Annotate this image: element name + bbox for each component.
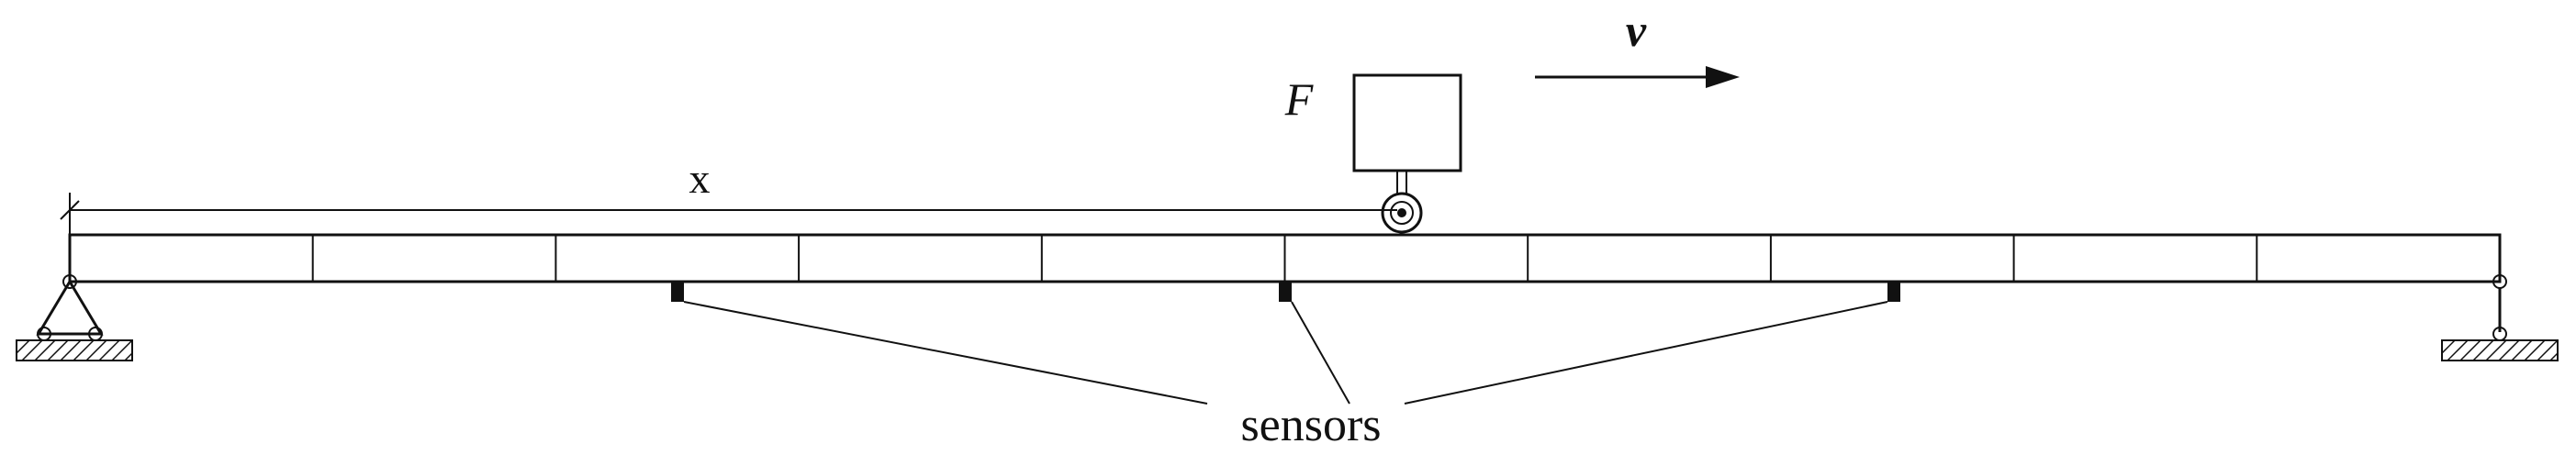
pin-support-icon bbox=[16, 274, 133, 361]
position-dimension: x bbox=[60, 155, 1397, 235]
wheel-icon bbox=[1381, 192, 1423, 234]
sensor-leader-3 bbox=[1404, 301, 1888, 405]
sensor-2 bbox=[1279, 282, 1292, 302]
moving-load-icon: F bbox=[1284, 73, 1462, 234]
roller-support-icon bbox=[2441, 274, 2559, 361]
sensor-leader-2 bbox=[1291, 301, 1350, 405]
sensors-label: sensors bbox=[1240, 399, 1381, 451]
sensor-3 bbox=[1887, 282, 1900, 302]
beam bbox=[68, 233, 2502, 283]
velocity-arrow-icon: v bbox=[1535, 5, 1740, 88]
sensor-1 bbox=[671, 282, 684, 302]
ground-hatch bbox=[16, 339, 133, 361]
velocity-label: v bbox=[1626, 5, 1647, 56]
force-label: F bbox=[1284, 73, 1314, 125]
beam-segment-dividers bbox=[311, 235, 2258, 282]
sensors: sensors bbox=[671, 282, 1900, 451]
position-label: x bbox=[689, 155, 711, 202]
sensor-leader-1 bbox=[683, 301, 1208, 405]
load-box bbox=[1352, 73, 1462, 172]
dimension-slash bbox=[60, 200, 80, 220]
ground-hatch bbox=[2441, 339, 2559, 361]
